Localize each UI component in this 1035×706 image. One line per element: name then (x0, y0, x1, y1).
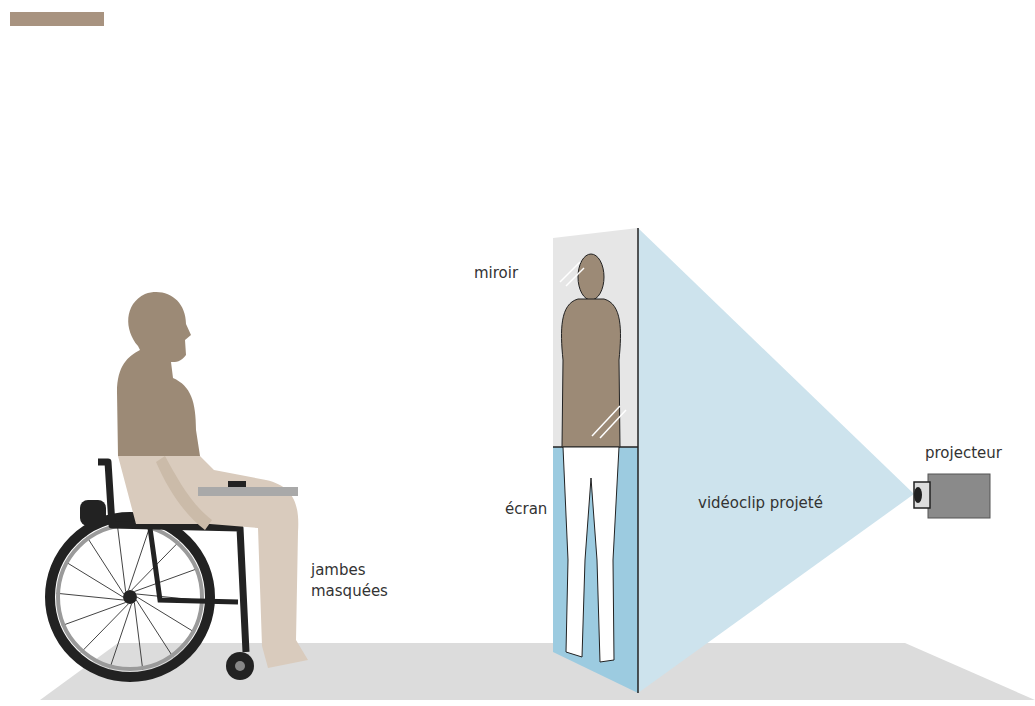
wheel-spoke (117, 524, 125, 591)
wheel-spoke (128, 526, 150, 590)
mirror-label: miroir (474, 263, 544, 284)
projector-lens (914, 487, 922, 503)
tray-device (228, 481, 246, 487)
glare (560, 262, 626, 438)
wheel-spoke (81, 604, 128, 653)
wheel-spoke (87, 537, 124, 594)
person-upper-body (117, 292, 200, 456)
screen-panel (553, 447, 638, 693)
projector-label: projecteur (925, 443, 1030, 464)
projected-legs (563, 447, 619, 662)
wheel-spoke (134, 568, 198, 591)
mirror-panel (553, 228, 638, 447)
masked-legs-label: jambes masquées (311, 560, 391, 602)
screen-label: écran (505, 499, 551, 520)
person-legs (118, 456, 308, 668)
light-cone (638, 228, 914, 693)
wheel-spoke (56, 593, 124, 600)
wheel-spoke (62, 602, 126, 625)
wheel-spoke (136, 600, 173, 657)
reflection-head (578, 254, 604, 300)
panel-edge (637, 228, 639, 693)
wheel-spoke (134, 602, 142, 669)
tray (198, 487, 298, 496)
header-bar (10, 12, 104, 26)
wheel-spoke (110, 604, 132, 668)
wheel-spoke (65, 562, 123, 597)
projector-body (928, 474, 990, 518)
projection-label: vidéoclip projeté (698, 493, 858, 514)
projector-lens-housing (914, 482, 930, 508)
